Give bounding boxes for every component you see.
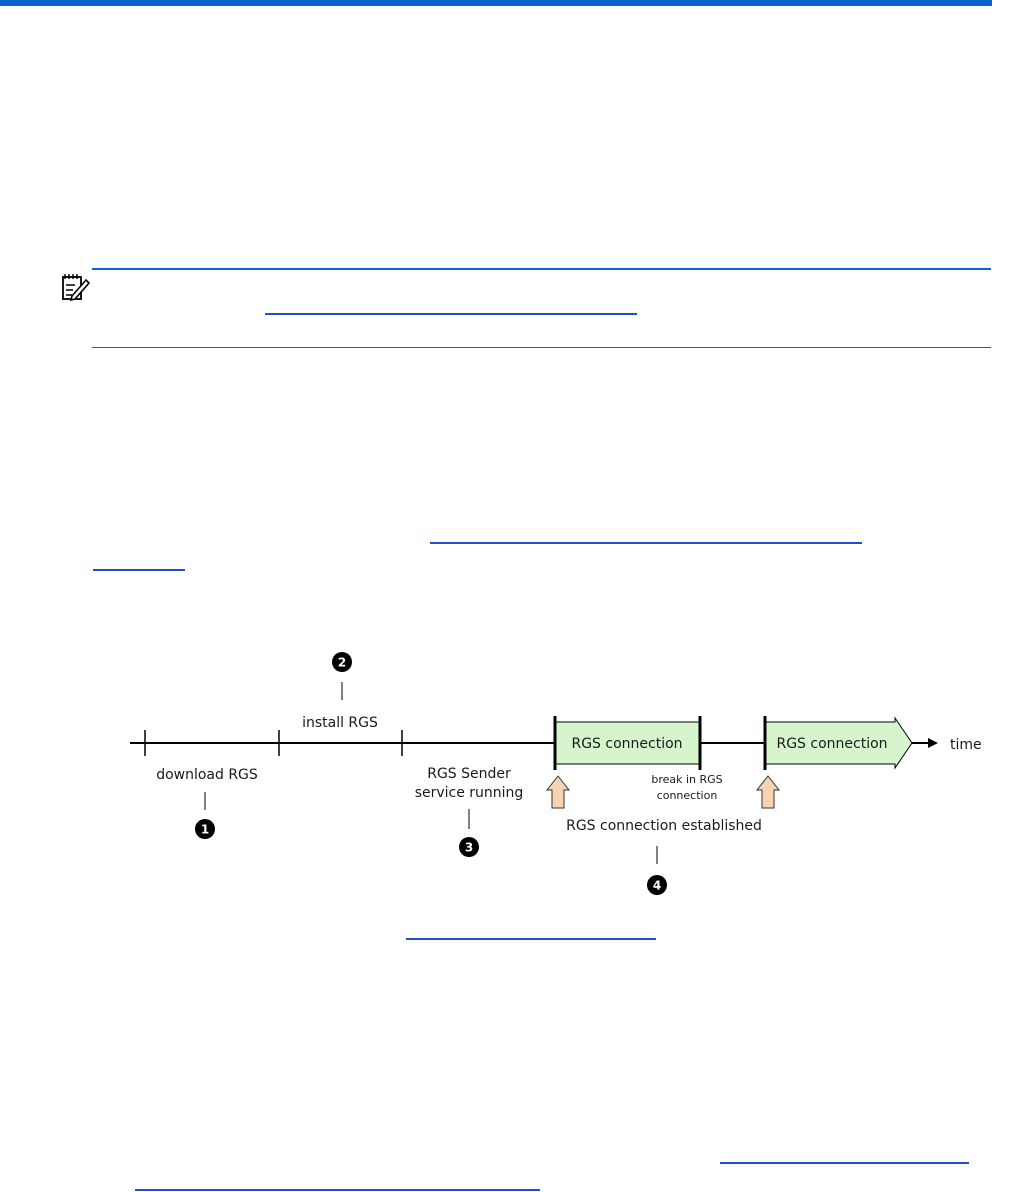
up-arrow-icon [545,775,571,809]
label-connection-1: RGS connection [571,736,682,752]
label-sender-line2: service running [415,785,524,801]
footer-link-part2[interactable] [135,1189,540,1191]
timeline-arrowhead [928,738,938,748]
label-install: install RGS [302,715,378,731]
connection-arrow-2 [764,716,913,770]
footer-link-part1[interactable] [720,1162,969,1164]
figure-link[interactable] [406,938,656,940]
svg-text:4: 4 [653,879,661,893]
note-rule-top [92,268,991,270]
body-link-part2[interactable] [93,569,185,571]
label-break-line2: connection [657,789,718,802]
step-badge-1: 1 [195,819,215,839]
svg-text:3: 3 [465,841,473,855]
label-time: time [950,737,982,753]
note-link[interactable] [265,313,637,315]
note-rule-bottom [92,347,991,348]
step-badge-3: 3 [459,837,479,857]
label-sender-line1: RGS Sender [427,766,511,782]
label-break-line1: break in RGS [651,773,722,786]
label-download: download RGS [156,767,258,783]
connection-box-1 [554,721,701,765]
body-link-part1[interactable] [430,542,862,544]
svg-text:1: 1 [201,823,209,837]
up-arrow-icon [755,775,781,809]
svg-text:2: 2 [338,656,346,670]
note-pencil-icon [62,274,90,302]
step-badge-2: 2 [332,652,352,672]
label-connection-2: RGS connection [776,736,887,752]
label-established: RGS connection established [566,818,762,834]
step-badge-4: 4 [647,875,667,895]
header-accent-rule [0,0,992,6]
